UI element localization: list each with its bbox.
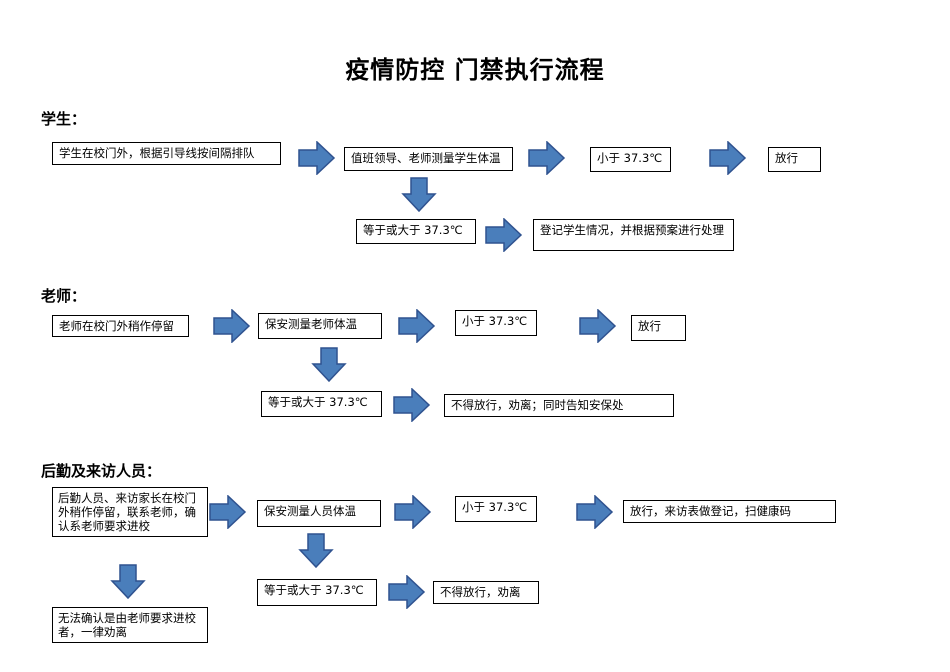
down-arrow-icon (311, 347, 347, 383)
staff-below-box: 小于 37.3℃ (455, 496, 537, 522)
right-arrow-icon (298, 141, 336, 175)
right-arrow-icon (485, 218, 523, 252)
student-above-action-box: 登记学生情况，并根据预案进行处理 (533, 219, 734, 251)
section-heading-student: 学生： (41, 110, 87, 128)
section-heading-staff: 后勤及来访人员： (41, 462, 162, 480)
student-above-box: 等于或大于 37.3℃ (356, 219, 476, 244)
staff-unconfirmed-box: 无法确认是由老师要求进校者，一律劝离 (52, 607, 208, 643)
student-pass-box: 放行 (768, 147, 821, 172)
student-measure-box: 值班领导、老师测量学生体温 (344, 147, 513, 171)
teacher-measure-box: 保安测量老师体温 (258, 313, 382, 339)
staff-above-box: 等于或大于 37.3℃ (257, 579, 377, 606)
right-arrow-icon (709, 141, 747, 175)
right-arrow-icon (213, 309, 251, 343)
right-arrow-icon (579, 309, 617, 343)
right-arrow-icon (398, 309, 436, 343)
teacher-below-box: 小于 37.3℃ (455, 310, 537, 336)
teacher-above-action-box: 不得放行，劝离；同时告知安保处 (444, 394, 674, 417)
right-arrow-icon (393, 388, 431, 422)
right-arrow-icon (576, 495, 614, 529)
staff-measure-box: 保安测量人员体温 (257, 500, 381, 527)
right-arrow-icon (209, 495, 247, 529)
student-start-box: 学生在校门外，根据引导线按间隔排队 (52, 142, 281, 165)
down-arrow-icon (401, 177, 437, 213)
staff-pass-box: 放行，来访表做登记，扫健康码 (623, 500, 836, 523)
teacher-above-box: 等于或大于 37.3℃ (261, 391, 382, 417)
student-below-box: 小于 37.3℃ (590, 147, 671, 172)
page-title: 疫情防控 门禁执行流程 (345, 56, 605, 84)
right-arrow-icon (388, 575, 426, 609)
section-heading-teacher: 老师： (41, 287, 87, 305)
staff-start-box: 后勤人员、来访家长在校门外稍作停留，联系老师，确认系老师要求进校 (52, 487, 208, 537)
teacher-start-box: 老师在校门外稍作停留 (52, 315, 189, 337)
right-arrow-icon (528, 141, 566, 175)
staff-above-action-box: 不得放行，劝离 (433, 581, 539, 604)
teacher-pass-box: 放行 (631, 315, 686, 341)
down-arrow-icon (110, 564, 146, 600)
down-arrow-icon (298, 533, 334, 569)
right-arrow-icon (394, 495, 432, 529)
